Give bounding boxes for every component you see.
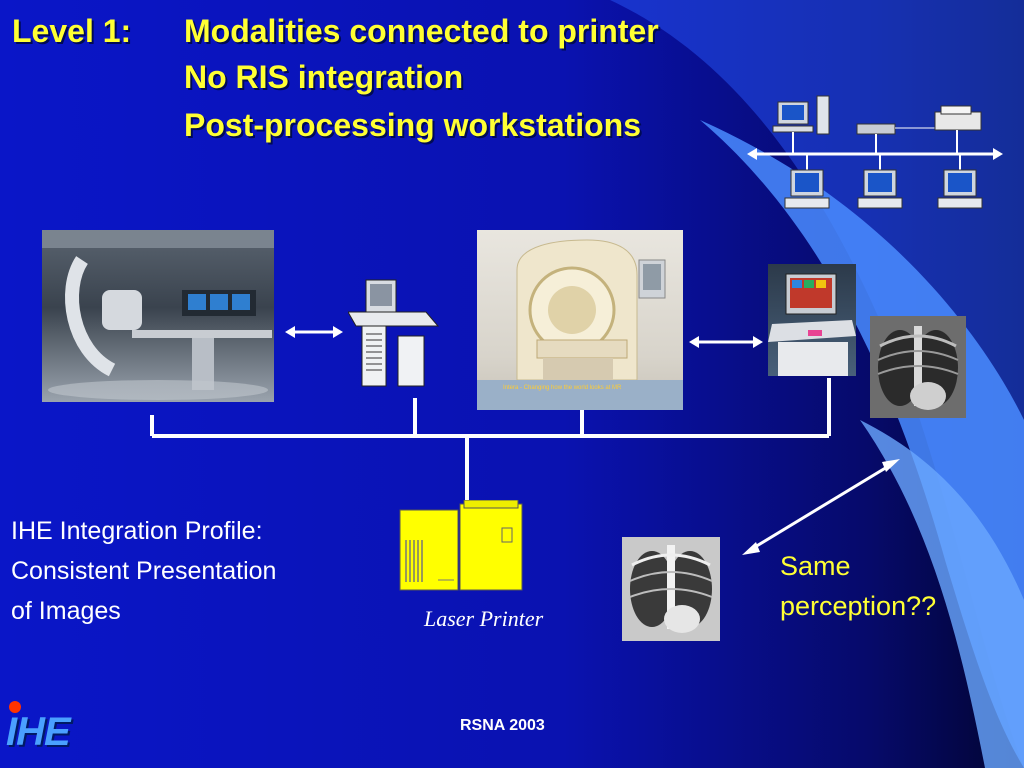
laser-printer-icon bbox=[399, 500, 523, 591]
title-line-3: Post-processing workstations bbox=[184, 107, 641, 143]
double-arrow-icon bbox=[742, 459, 900, 555]
profile-text-line-2: Consistent Presentation bbox=[11, 557, 277, 585]
laser-printer-caption: Laser Printer bbox=[424, 606, 544, 631]
profile-text-line-3: of Images bbox=[11, 597, 121, 625]
perception-text-line-1: Same bbox=[780, 551, 851, 581]
profile-text-line-1: IHE Integration Profile: bbox=[11, 517, 263, 545]
perception-text-line-2: perception?? bbox=[780, 591, 937, 621]
title-line-1: Modalities connected to printer bbox=[184, 13, 659, 49]
ihe-logo-text: IHE bbox=[6, 710, 71, 754]
title-line-2: No RIS integration bbox=[184, 59, 464, 95]
double-arrow-icon bbox=[689, 336, 763, 348]
post-processing-workstation-photo bbox=[768, 264, 856, 376]
mr-scanner-photo: Intera - Changing how the world looks at… bbox=[477, 230, 683, 410]
mr-photo-caption: Intera - Changing how the world looks at… bbox=[503, 385, 622, 391]
chest-xray-image-1 bbox=[870, 316, 966, 418]
chest-xray-image-2 bbox=[622, 537, 720, 641]
ihe-logo-icon: IHE bbox=[2, 698, 76, 756]
workstation-icon bbox=[348, 279, 440, 387]
angiography-room-photo bbox=[42, 230, 274, 402]
network-diagram-icon bbox=[747, 95, 1003, 209]
double-arrow-icon bbox=[285, 326, 343, 338]
title-prefix: Level 1: bbox=[12, 13, 132, 49]
footer-text: RSNA 2003 bbox=[460, 717, 545, 734]
